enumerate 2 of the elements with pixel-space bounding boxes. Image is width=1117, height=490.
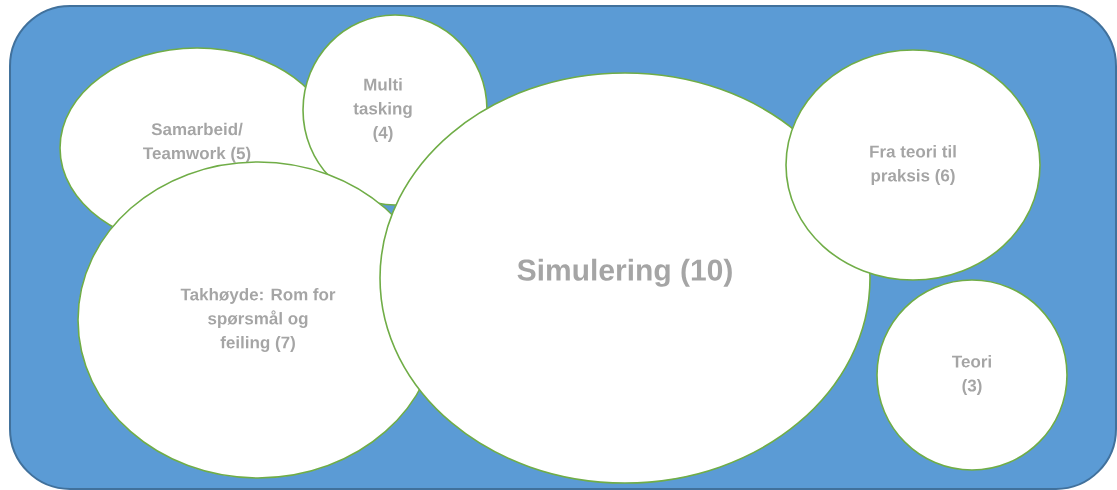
node-label: Simulering (10) bbox=[517, 258, 732, 287]
node-label: Takhøyde: Rom for spørsmål og feiling (7) bbox=[180, 288, 336, 352]
